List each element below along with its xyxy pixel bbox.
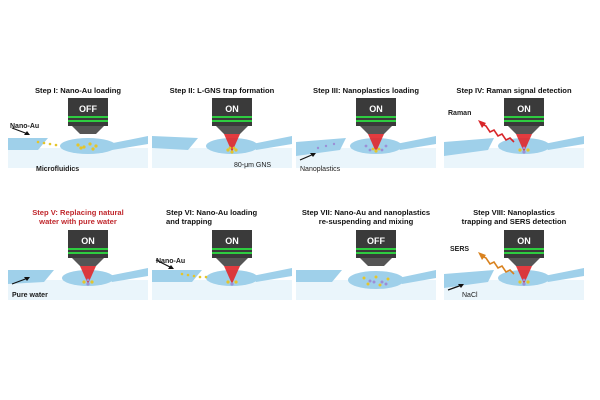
step-1-label-nano-au: Nano-Au: [10, 123, 40, 130]
sers-arrow-icon: [478, 252, 486, 260]
step-6-label-nano-au: Nano-Au: [156, 258, 186, 265]
step-1-title-line1: Step I: Nano-Au loading: [34, 86, 122, 95]
laser-state-label: OFF: [79, 104, 97, 114]
mixed-particles: [362, 275, 390, 287]
step-4-title: Step IV: Raman signal detection: [444, 86, 584, 95]
step-3-title: Step III: Nanoplastics loading: [296, 86, 436, 95]
step-2-label-gns: 80-μm GNS: [234, 162, 272, 169]
outlet-channel: [108, 136, 148, 150]
laser-state-label: OFF: [367, 236, 385, 246]
nano-au-particles: [180, 272, 238, 286]
laser-beam: [224, 134, 240, 152]
step-8-title: Step VIII: Nanoplastics trapping and SER…: [444, 208, 584, 226]
laser-beam: [80, 266, 96, 284]
step-1-panel: OFF: [8, 98, 148, 168]
laser-state-label: ON: [517, 236, 531, 246]
step-8-label-sers: SERS: [450, 246, 470, 253]
laser-state-label: ON: [225, 104, 239, 114]
step-3-panel: ON: [296, 98, 436, 168]
laser-state-label: ON: [517, 104, 531, 114]
step-8-title-line1: Step VIII: Nanoplastics: [473, 208, 555, 217]
step-5-panel: ON: [8, 230, 148, 300]
step-4-illustration: ON: [444, 98, 584, 168]
step-5-title: Step V: Replacing natural water with pur…: [8, 208, 148, 226]
step-4-title-line1: Step IV: Raman signal detection: [456, 86, 572, 95]
step-5-title-line2: water with pure water: [39, 217, 117, 226]
step-7-panel: OFF: [296, 230, 436, 300]
laser-beam: [224, 266, 240, 284]
laser-beam: [516, 134, 532, 152]
step-3-label-nanoplastics: Nanoplastics: [300, 166, 341, 173]
step-8-panel: ON: [444, 230, 584, 300]
step-5-title-line1: Step V: Replacing natural: [32, 208, 124, 217]
arrow-icon: [458, 284, 464, 288]
step-5-label-pure-water: Pure water: [12, 292, 48, 299]
step-8-illustration: ON: [444, 230, 584, 300]
arrow-icon: [168, 265, 174, 269]
laser-state-label: ON: [369, 104, 383, 114]
step-3-illustration: ON: [296, 98, 436, 168]
step-1-label-microfluidics: Microfluidics: [36, 166, 80, 173]
step-4-panel: ON: [444, 98, 584, 168]
raman-arrow-icon: [478, 120, 486, 128]
step-3-title-line1: Step III: Nanoplastics loading: [313, 86, 419, 95]
sers-wave-icon: [481, 255, 515, 275]
laser-beam: [368, 134, 384, 152]
step-8-label-nacl: NaCl: [462, 292, 478, 299]
step-6-panel: ON: [152, 230, 292, 300]
gns-particles: [226, 146, 238, 154]
trapped-particles: [82, 278, 94, 286]
step-6-illustration: ON: [152, 230, 292, 300]
laser-state-label: ON: [225, 236, 239, 246]
nano-au-particles: [36, 140, 98, 151]
laser-beam: [516, 266, 532, 284]
step-4-label-raman: Raman: [448, 110, 472, 117]
step-2-illustration: ON: [152, 98, 292, 168]
step-2-title-line1: Step II: L-GNS trap formation: [169, 86, 275, 95]
nanoplastic-particles: [316, 142, 388, 153]
trapped-particles: [518, 146, 530, 154]
chamber: [60, 138, 116, 154]
step-6-title-line2: and trapping: [166, 217, 212, 226]
step-5-illustration: ON: [8, 230, 148, 300]
step-2-title: Step II: L-GNS trap formation: [152, 86, 292, 95]
raman-wave-icon: [481, 123, 515, 143]
step-2-panel: ON: [152, 98, 292, 168]
step-7-title-line2: re-suspending and mixing: [318, 217, 414, 226]
step-7-title-line1: Step VII: Nano-Au and nanoplastics: [301, 208, 431, 217]
step-8-title-line2: trapping and SERS detection: [461, 217, 567, 226]
step-1-title: Step I: Nano-Au loading: [8, 86, 148, 95]
step-7-illustration: OFF: [296, 230, 436, 300]
trapped-particles: [518, 278, 530, 286]
step-1-illustration: OFF: [8, 98, 148, 168]
step-6-title-line1: Step VI: Nano-Au loading: [166, 208, 258, 217]
arrow-icon: [310, 153, 316, 157]
step-6-title: Step VI: Nano-Au loading and trapping: [166, 208, 306, 226]
arrow-icon: [24, 277, 30, 281]
arrow-icon: [24, 131, 30, 135]
laser-state-label: ON: [81, 236, 95, 246]
step-7-title: Step VII: Nano-Au and nanoplastics re-su…: [296, 208, 436, 226]
